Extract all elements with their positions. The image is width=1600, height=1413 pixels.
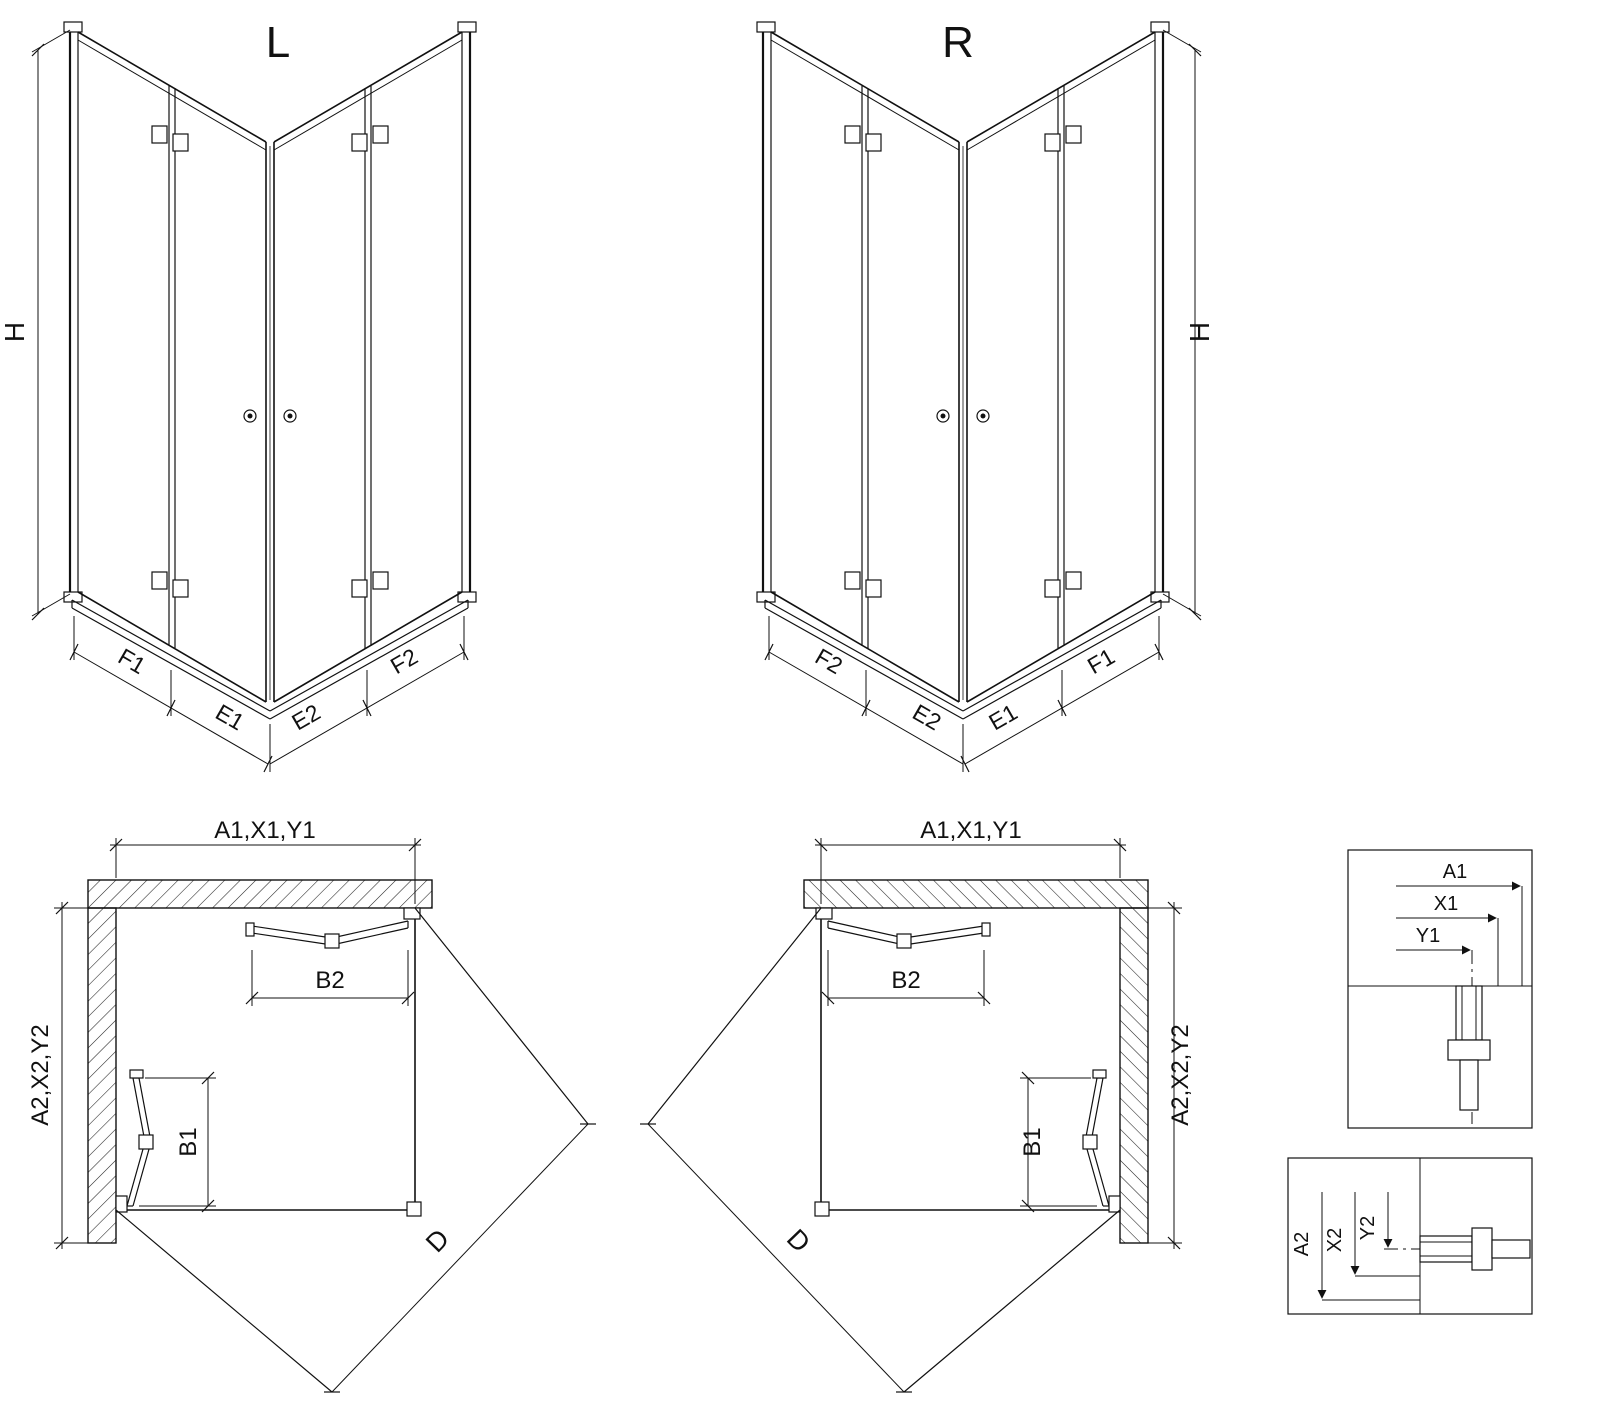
detail-y2-label: Y2 xyxy=(1357,1216,1379,1240)
plan-view-left xyxy=(53,837,597,1393)
dim-e2-right: E2 xyxy=(908,699,945,736)
view-left-label: L xyxy=(266,18,290,67)
view-right-label: R xyxy=(942,18,974,67)
detail-section-bottom xyxy=(1287,1157,1533,1315)
detail-a1-label: A1 xyxy=(1443,861,1467,883)
plan-view-right xyxy=(639,837,1183,1393)
plan-right-top-dim: A1,X1,Y1 xyxy=(920,817,1021,844)
detail-a2-label: A2 xyxy=(1291,1232,1313,1256)
plan-left-b1-dim: B1 xyxy=(175,1127,202,1156)
plan-left-d-dim: D xyxy=(420,1223,455,1258)
dim-f2-right: F2 xyxy=(811,643,847,679)
dim-e2-left: E2 xyxy=(287,699,324,736)
detail-section-top xyxy=(1347,849,1533,1129)
plan-left-b2-dim: B2 xyxy=(315,967,344,994)
plan-right-side-dim: A2,X2,Y2 xyxy=(1167,1024,1194,1125)
detail-y1-label: Y1 xyxy=(1416,925,1440,947)
plan-right-d-dim: D xyxy=(781,1223,816,1258)
plan-right-b1-dim: B1 xyxy=(1019,1127,1046,1156)
height-dim-label-right: H xyxy=(1184,322,1215,342)
plan-left-top-dim: A1,X1,Y1 xyxy=(214,817,315,844)
dim-f2-left: F2 xyxy=(386,643,422,679)
detail-x1-label: X1 xyxy=(1434,893,1458,915)
plan-left-side-dim: A2,X2,Y2 xyxy=(27,1024,54,1125)
detail-x2-label: X2 xyxy=(1324,1228,1346,1252)
height-dim-label-left: H xyxy=(0,322,30,342)
plan-right-b2-dim: B2 xyxy=(891,967,920,994)
